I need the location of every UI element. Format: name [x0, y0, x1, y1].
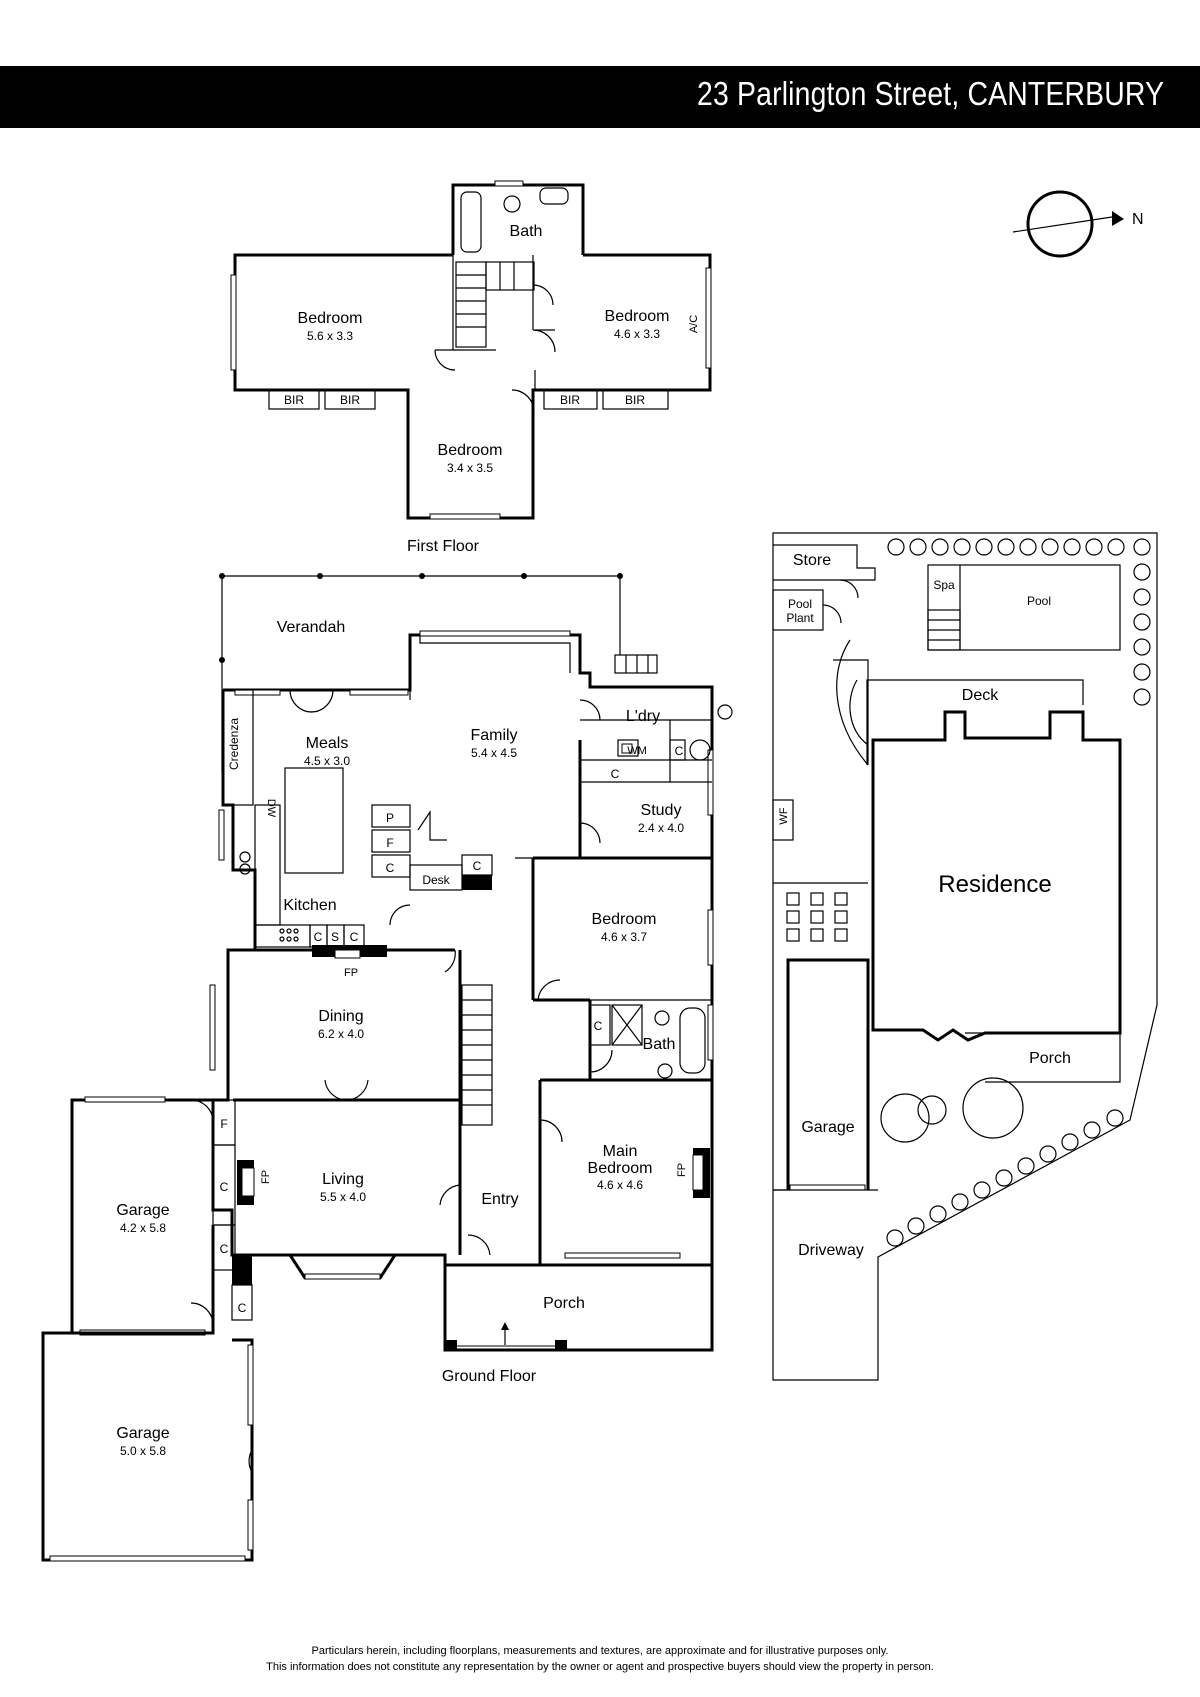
cupboard-code: C	[675, 744, 684, 758]
cupboard-code: C	[386, 861, 395, 875]
cupboard-code: C	[220, 1242, 229, 1256]
credenza-label: Credenza	[227, 718, 241, 770]
ground-bath-label: Bath	[643, 1036, 676, 1053]
site-garage-label: Garage	[801, 1119, 854, 1136]
header-bar: 23 Parlington Street, CANTERBURY	[0, 66, 1200, 128]
disclaimer-line-1: Particulars herein, including floorplans…	[311, 1645, 889, 1657]
cupboard-code: C	[350, 930, 359, 944]
bedroom-south-name: Bedroom	[438, 442, 503, 459]
cupboard-code: C	[473, 859, 482, 873]
garage-b-size: 5.0 x 5.8	[120, 1444, 166, 1458]
sink-code: S	[331, 930, 339, 944]
pool-plant-line1: Pool	[788, 597, 812, 611]
compass-north-label: N	[1132, 211, 1144, 228]
porch-label: Porch	[543, 1295, 585, 1312]
dining-name: Dining	[318, 1008, 363, 1025]
bir-label: BIR	[625, 393, 645, 407]
cupboard-code: C	[238, 1301, 247, 1315]
built-in-robes-west: BIR BIR	[268, 389, 376, 410]
family-name: Family	[470, 727, 517, 744]
site-porch-label: Porch	[1029, 1050, 1071, 1067]
ground-bedroom-size: 4.6 x 3.7	[601, 930, 647, 944]
dishwasher-label: DW	[265, 799, 277, 818]
bedroom-fireplace-label: FP	[676, 1163, 688, 1177]
site-plan: Store Pool Plant Spa Pool Deck Residence…	[772, 532, 1158, 1381]
wf-label: WF	[778, 807, 790, 824]
store-label: Store	[793, 552, 831, 569]
study-size: 2.4 x 4.0	[638, 821, 684, 835]
bedroom-west-size: 5.6 x 3.3	[307, 329, 353, 343]
bir-label: BIR	[340, 393, 360, 407]
bir-label: BIR	[560, 393, 580, 407]
bedroom-east-size: 4.6 x 3.3	[614, 327, 660, 341]
dining-fireplace-label: FP	[344, 967, 358, 979]
bedroom-west-name: Bedroom	[298, 310, 363, 327]
ground-floor-stairs	[461, 984, 493, 1126]
driveway-label: Driveway	[798, 1242, 864, 1259]
garage-a-size: 4.2 x 5.8	[120, 1221, 166, 1235]
cupboard-code: C	[611, 767, 620, 781]
first-floor-bath-label: Bath	[510, 223, 543, 240]
property-address: 23 Parlington Street, CANTERBURY	[696, 75, 1164, 112]
washing-machine-label: WM	[627, 745, 647, 757]
cupboard-code: C	[594, 1019, 603, 1033]
first-floor-plan: BIR BIR BIR BIR Bath Bedroom 5.6 x 3.3 B…	[230, 180, 712, 555]
bir-label: BIR	[284, 393, 304, 407]
living-fireplace-label: FP	[260, 1170, 272, 1184]
living-name: Living	[322, 1171, 364, 1188]
dining-size: 6.2 x 4.0	[318, 1027, 364, 1041]
spa-label: Spa	[933, 578, 955, 592]
built-in-robes-east: BIR BIR	[543, 389, 669, 410]
first-floor-caption: First Floor	[407, 538, 480, 555]
ground-floor-plan: P F C C C S C C C C F C C C Verandah Mea…	[41, 573, 733, 1562]
disclaimer-line-2: This information does not constitute any…	[266, 1661, 934, 1673]
living-size: 5.5 x 4.0	[320, 1190, 366, 1204]
paving-grid	[786, 892, 848, 942]
family-size: 5.4 x 4.5	[471, 746, 517, 760]
garage-a-name: Garage	[116, 1202, 169, 1219]
verandah-label: Verandah	[277, 619, 346, 636]
main-bedroom-size: 4.6 x 4.6	[597, 1178, 643, 1192]
first-floor-stairs	[455, 261, 535, 348]
ground-bedroom-name: Bedroom	[592, 911, 657, 928]
garage-b-name: Garage	[116, 1425, 169, 1442]
main-bedroom-name-2: Bedroom	[588, 1160, 653, 1177]
desk-label: Desk	[422, 873, 450, 887]
deck-label: Deck	[962, 687, 999, 704]
pool-plant-line2: Plant	[786, 611, 814, 625]
fridge-code: F	[386, 836, 393, 850]
laundry-label: L'dry	[626, 708, 660, 725]
cupboard-code: C	[220, 1180, 229, 1194]
ac-label: A/C	[688, 315, 700, 333]
ground-floor-caption: Ground Floor	[442, 1368, 537, 1385]
pool-label: Pool	[1027, 594, 1051, 608]
compass-icon: N	[1012, 190, 1144, 258]
tree-row-top	[887, 538, 1151, 706]
meals-size: 4.5 x 3.0	[304, 754, 350, 768]
main-bedroom-name: Main	[603, 1143, 638, 1160]
bedroom-east-name: Bedroom	[605, 308, 670, 325]
residence-label: Residence	[938, 871, 1051, 898]
cupboard-code: C	[314, 930, 323, 944]
bedroom-south-size: 3.4 x 3.5	[447, 461, 493, 475]
fridge-code: F	[220, 1117, 227, 1131]
pantry-code: P	[386, 811, 394, 825]
kitchen-label: Kitchen	[283, 897, 336, 914]
meals-name: Meals	[306, 735, 349, 752]
entry-label: Entry	[481, 1191, 518, 1208]
study-name: Study	[641, 802, 682, 819]
